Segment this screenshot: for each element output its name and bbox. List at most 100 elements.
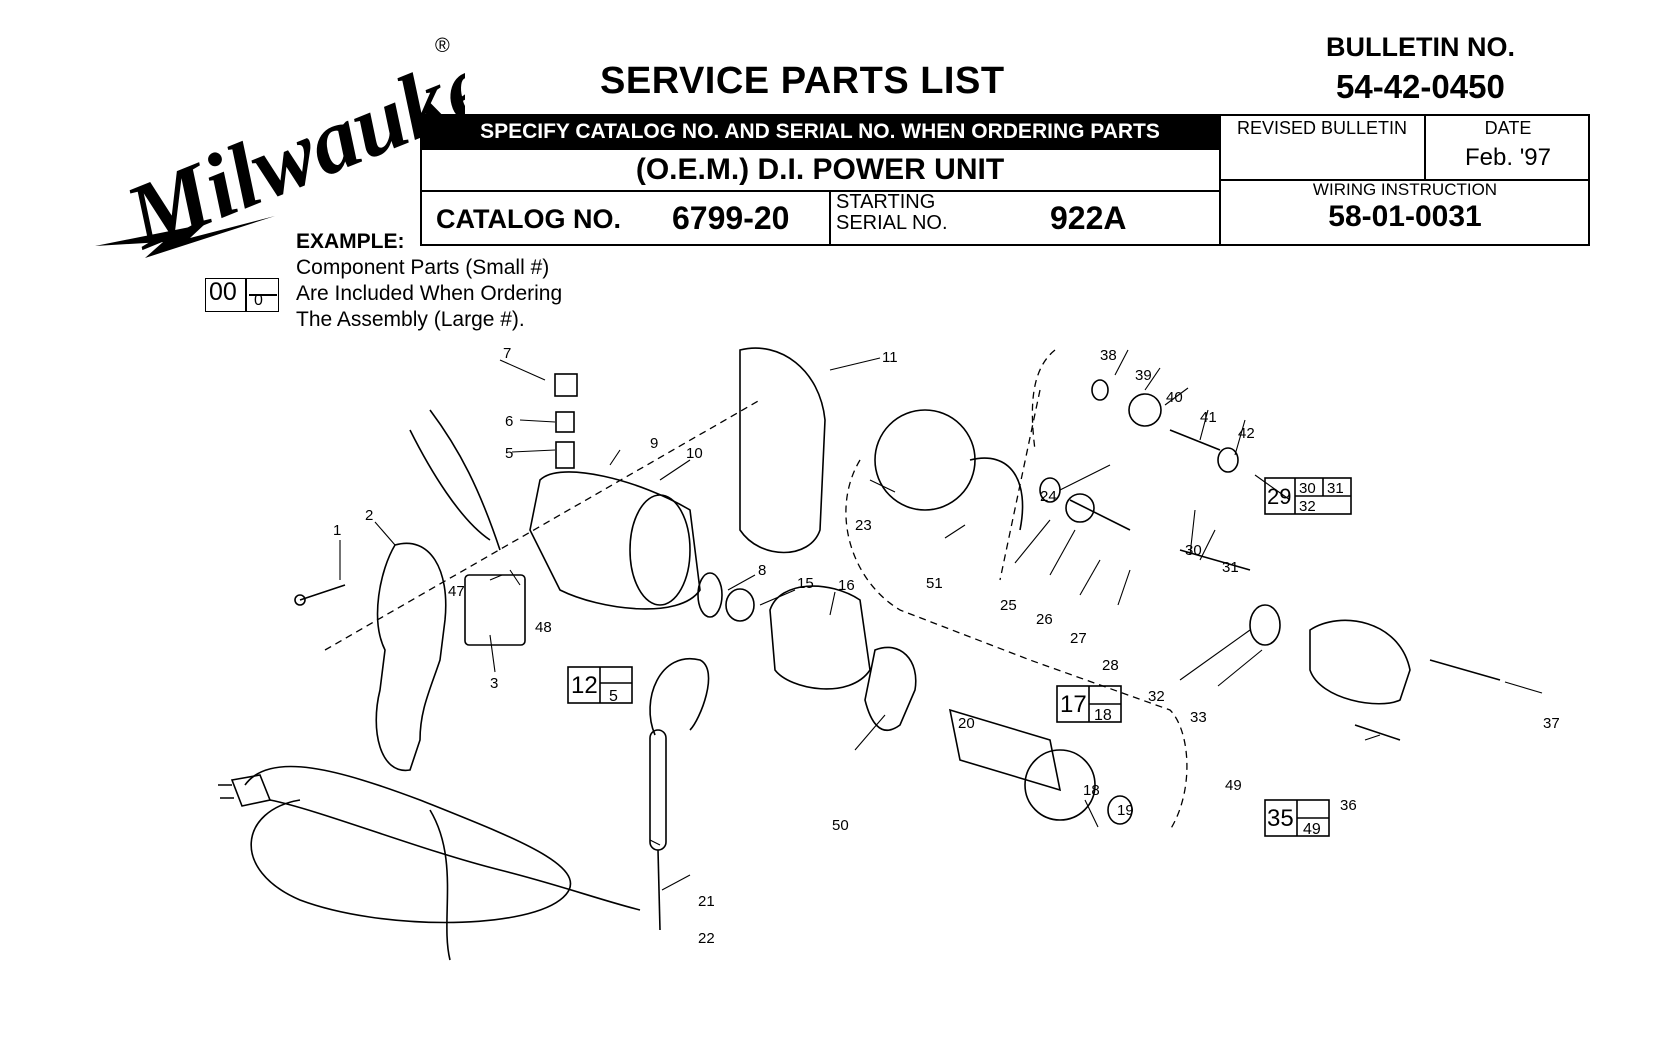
part-label: 7 (503, 345, 511, 362)
needle-bearing (1249, 604, 1281, 646)
date-label: DATE (1484, 118, 1532, 138)
table-divider (1424, 114, 1426, 180)
part-label: 6 (505, 413, 513, 430)
brush-holder (554, 373, 578, 397)
screw (299, 584, 346, 601)
example-large-number: 00 (209, 278, 237, 306)
example-text-line2: Are Included When Ordering (296, 282, 563, 305)
assembly-small-number: 5 (609, 688, 618, 705)
gear (1065, 493, 1095, 523)
part-label: 40 (1166, 389, 1183, 406)
starting-label-line2: SERIAL NO. (836, 212, 948, 234)
part-label: 18 (1083, 782, 1100, 799)
wire-leads (409, 409, 501, 551)
part-label: 23 (855, 517, 872, 534)
lightning-bolt-icon (95, 216, 275, 258)
assembly-large-number: 29 (1267, 484, 1291, 509)
gasket (969, 457, 1024, 531)
trigger-switch (464, 574, 526, 646)
armature-bearing (1107, 795, 1133, 825)
screw (1429, 659, 1501, 681)
part-label: 48 (535, 619, 552, 636)
needle-bearing (1091, 379, 1109, 401)
assembly-small-number: 18 (1094, 707, 1112, 724)
registered-mark: ® (435, 35, 450, 57)
example-label: EXAMPLE: (296, 230, 405, 253)
example-box-divider (245, 278, 247, 312)
example-assembly-box (205, 278, 279, 312)
table-divider (829, 190, 831, 246)
example-text-line1: Component Parts (Small #) (296, 256, 550, 279)
armature-fan (1024, 749, 1096, 821)
bulletin-number: 54-42-0450 (1336, 68, 1505, 105)
assembly-box-17: 17 18 (1056, 685, 1122, 724)
unit-name: (O.E.M.) D.I. POWER UNIT (635, 153, 1005, 186)
part-label: 51 (926, 575, 943, 592)
assembly-small-number: 30 (1299, 480, 1316, 497)
assembly-large-number: 35 (1267, 805, 1294, 832)
assembly-box-35: 35 49 (1264, 799, 1330, 838)
example-box-bar (249, 294, 277, 296)
part-label: 3 (490, 675, 498, 692)
part-label: 37 (1543, 715, 1560, 732)
spindle (1179, 549, 1251, 571)
screw (1354, 724, 1401, 741)
brush (555, 411, 575, 433)
part-label: 28 (1102, 657, 1119, 674)
part-label: 24 (1040, 488, 1057, 505)
exploded-parts-diagram: 1 2 3 5 6 7 8 9 10 11 15 16 19 20 21 22 … (0, 330, 1679, 1047)
screw-head (294, 594, 306, 606)
part-label: 8 (758, 562, 766, 579)
baffle (864, 646, 917, 731)
table-divider (420, 190, 1220, 192)
power-cord (218, 657, 710, 961)
wiring-instruction-value: 58-01-0031 (1328, 200, 1482, 233)
gear-case (1309, 619, 1411, 705)
part-label: 27 (1070, 630, 1087, 647)
intermediate-gear (1069, 499, 1131, 531)
handle-housing (375, 542, 447, 771)
bearing (725, 588, 755, 622)
part-label: 2 (365, 507, 373, 524)
starting-serial-label: STARTING SERIAL NO. (836, 192, 996, 234)
part-label: 10 (686, 445, 703, 462)
part-label: 30 (1185, 542, 1202, 559)
part-label: 20 (958, 715, 975, 732)
spur-gear (1128, 393, 1162, 427)
page-title: SERVICE PARTS LIST (600, 60, 1005, 102)
part-label: 15 (797, 575, 814, 592)
field-assembly (769, 585, 871, 690)
assembly-small-number: 32 (1299, 498, 1316, 515)
assembly-small-number: 31 (1327, 480, 1344, 497)
armature (948, 708, 1062, 792)
part-label: 50 (832, 817, 849, 834)
part-label: 39 (1135, 367, 1152, 384)
part-label: 33 (1190, 709, 1207, 726)
assembly-small-number: 49 (1303, 821, 1321, 838)
example-text-line3: The Assembly (Large #). (296, 308, 525, 331)
part-label: 38 (1100, 347, 1117, 364)
catalog-label: CATALOG NO. (436, 204, 621, 234)
bulletin-label: BULLETIN NO. (1326, 32, 1515, 62)
part-label: 19 (1117, 802, 1134, 819)
part-label: 47 (448, 583, 465, 600)
leader-lines (339, 349, 1543, 891)
part-label: 25 (1000, 597, 1017, 614)
milwaukee-logo: Milwaukee ® (85, 17, 540, 269)
part-label: 36 (1340, 797, 1357, 814)
part-label: 31 (1222, 559, 1239, 576)
bearing (1217, 447, 1239, 473)
assembly-large-number: 12 (571, 672, 598, 699)
assembly-box-12: 12 5 (567, 666, 633, 705)
brush-spring (555, 441, 575, 469)
part-label: 41 (1200, 409, 1217, 426)
part-label: 1 (333, 522, 341, 539)
gear-plate (874, 409, 976, 511)
pinion-shaft (1169, 429, 1221, 451)
example-small-number: 0 (254, 292, 263, 309)
serial-number: 922A (1050, 200, 1127, 236)
part-label: 22 (698, 930, 715, 947)
part-label: 26 (1036, 611, 1053, 628)
catalog-number: 6799-20 (672, 200, 790, 236)
revised-bulletin-label: REVISED BULLETIN (1236, 118, 1408, 138)
